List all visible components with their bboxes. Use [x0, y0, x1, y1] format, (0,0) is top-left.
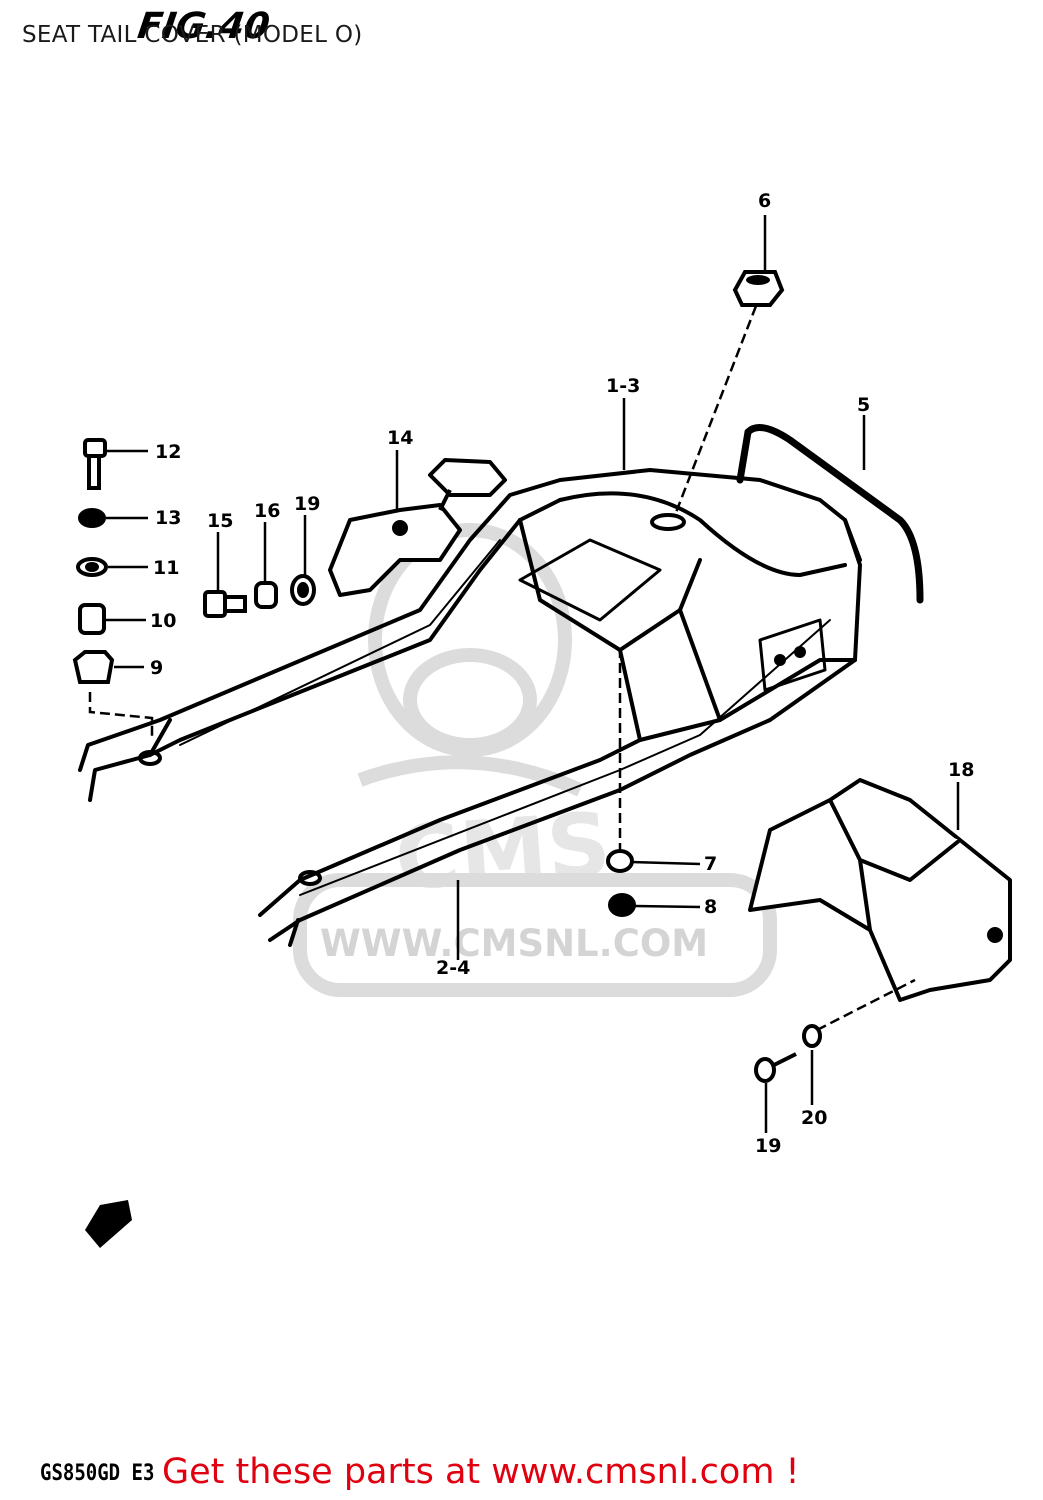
part-20-washer	[802, 1024, 822, 1048]
callout-19-top: 19	[294, 493, 320, 515]
callout-1-3: 1-3	[606, 375, 640, 397]
part-14-seat-lock	[328, 458, 507, 597]
callout-13: 13	[155, 507, 181, 529]
part-6-grommet	[732, 270, 785, 307]
model-code: GS850GD E3	[40, 1460, 155, 1486]
callout-18: 18	[948, 759, 974, 781]
part-16-washer	[254, 581, 278, 609]
part-9-cushion	[72, 650, 115, 684]
callout-6: 6	[758, 190, 771, 212]
callout-10: 10	[150, 610, 176, 632]
seat-tail-cover	[78, 468, 862, 947]
leader-lines	[88, 215, 960, 1133]
callout-19-bottom: 19	[755, 1135, 781, 1157]
logo-mark	[85, 1200, 132, 1248]
callout-9: 9	[150, 657, 163, 679]
part-19b-screw	[754, 1057, 776, 1083]
callout-15: 15	[207, 510, 233, 532]
part-12-bolt	[83, 438, 107, 458]
callout-16: 16	[254, 500, 280, 522]
hardware-row	[203, 574, 316, 618]
callout-7: 7	[704, 853, 717, 875]
part-12-bolt-shaft	[87, 454, 101, 490]
part-7-grommet	[606, 849, 634, 873]
hardware-bottom	[754, 1024, 822, 1083]
callout-11: 11	[153, 557, 179, 579]
callout-5: 5	[857, 394, 870, 416]
part-10-spacer	[78, 603, 106, 635]
watermark-url: WWW.CMSNL.COM	[320, 922, 709, 965]
callout-8: 8	[704, 896, 717, 918]
callout-20: 20	[801, 1107, 827, 1129]
callout-2-4: 2-4	[436, 957, 470, 979]
page-title: SEAT TAIL COVER (MODEL O)	[22, 22, 363, 48]
hardware-right	[606, 849, 636, 917]
callout-12: 12	[155, 441, 181, 463]
hardware-stack-left	[72, 438, 115, 684]
watermark-mascot	[293, 523, 777, 997]
part-15-bolt	[203, 590, 227, 618]
part-13-nut	[78, 508, 106, 528]
part-8-nut	[608, 893, 636, 917]
part-18-cover	[748, 778, 1012, 1002]
part-5-rail	[736, 424, 924, 604]
part-15-bolt-shaft	[223, 595, 247, 613]
callout-14: 14	[387, 427, 413, 449]
get-parts-link[interactable]: Get these parts at www.cmsnl.com !	[162, 1452, 800, 1492]
